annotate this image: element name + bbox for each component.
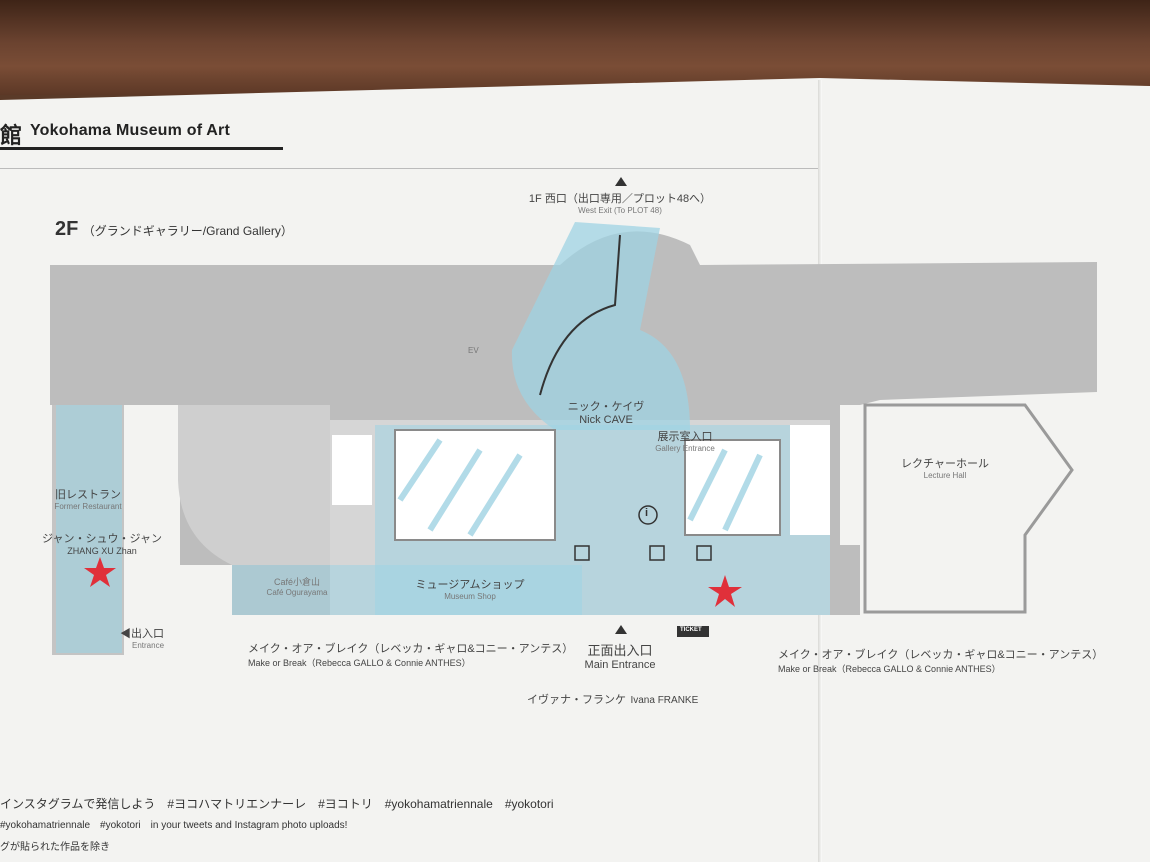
locker-icon — [649, 545, 665, 561]
cafe-ja: Café小倉山 — [273, 577, 321, 587]
nick-cave-ja: ニック・ケイヴ — [567, 401, 645, 413]
gallery-entrance-en: Gallery Entrance — [655, 444, 715, 453]
star-marker-icon — [84, 557, 116, 587]
wood-table-background — [0, 0, 1150, 95]
main-entrance-label: 正面出入口 Main Entrance — [585, 640, 656, 671]
zhang-ja: ジャン・シュウ・ジャン — [42, 533, 162, 545]
lecture-hall-room — [863, 403, 1074, 614]
arrow-up-icon — [615, 177, 627, 186]
title-underline — [0, 147, 283, 150]
footer-line-1: インスタグラムで発信しよう #ヨコハマトリエンナーレ #ヨコトリ #yokoha… — [0, 797, 554, 811]
ticket-icon — [677, 626, 709, 637]
ivana-label: イヴァナ・フランケ Ivana FRANKE — [527, 690, 698, 708]
stair-curve — [539, 234, 621, 396]
info-text: i — [645, 507, 649, 519]
nick-cave-label: ニック・ケイヴ Nick CAVE — [568, 398, 645, 426]
make-break-right-label: メイク・オア・ブレイク（レベッカ・ギャロ&コニー・アンテス） Make or B… — [778, 646, 1103, 675]
lecture-hall-en: Lecture Hall — [923, 471, 967, 480]
divider-line — [0, 168, 818, 169]
gallery-block-left — [394, 429, 556, 541]
lecture-hall-ja: レクチャーホール — [901, 458, 989, 470]
hatch-left-line-2 — [427, 448, 483, 532]
toilet-block-right — [790, 425, 830, 535]
side-entrance-en: Entrance — [132, 641, 165, 650]
hatch-left — [397, 438, 523, 537]
arrow-up-icon — [615, 625, 627, 634]
make-break-right-ja: メイク・オア・ブレイク（レベッカ・ギャロ&コニー・アンテス） — [778, 649, 1104, 661]
footer-line-2: #yokohamatriennale #yokotori in your twe… — [0, 820, 348, 831]
main-entrance-en: Main Entrance — [584, 659, 656, 671]
museum-title-en: Yokohama Museum of Art — [30, 122, 230, 139]
side-entrance-ja: ◀出入口 — [120, 628, 164, 640]
zhang-label: ジャン・シュウ・ジャン ZHANG XU Zhan — [42, 530, 162, 556]
make-break-left-ja: メイク・オア・ブレイク（レベッカ・ギャロ&コニー・アンテス） — [248, 643, 574, 655]
former-restaurant-label: 旧レストラン Former Restaurant — [54, 486, 121, 511]
toilet-block-left — [332, 435, 372, 505]
west-lobby — [178, 405, 330, 565]
hatch-left-line-1 — [397, 438, 443, 502]
hatch-left-line-3 — [467, 453, 523, 537]
lecture-hall-label: レクチャーホール Lecture Hall — [901, 455, 989, 480]
floor-name: （グランドギャラリー/Grand Gallery） — [82, 224, 293, 238]
shop-ja: ミュージアムショップ — [415, 579, 525, 591]
zhang-en: ZHANG XU Zhan — [67, 546, 137, 556]
hatch-right-line-1 — [687, 448, 728, 522]
cafe-en: Café Ogurayama — [266, 588, 328, 597]
west-exit-en: West Exit (To PLOT 48) — [578, 206, 662, 215]
star-marker-icon — [708, 575, 742, 607]
shop-label: ミュージアムショップ Museum Shop — [415, 576, 524, 601]
grand-gallery-highlight — [511, 222, 690, 430]
ivana-ja: イヴァナ・フランケ — [527, 694, 626, 706]
main-entrance-ja: 正面出入口 — [587, 643, 653, 658]
locker-icon — [696, 545, 712, 561]
ev-label: EV — [468, 346, 479, 355]
museum-title-ja: 館 — [0, 124, 23, 149]
gallery-entrance-ja: 展示室入口 — [657, 431, 713, 443]
restaurant-highlight — [56, 405, 122, 653]
gallery-blocks — [394, 429, 781, 541]
former-restaurant-en: Former Restaurant — [54, 502, 122, 511]
footer-line-3: グが貼られた作品を除き — [0, 842, 110, 853]
cafe-shop-highlight — [232, 565, 582, 615]
ivana-en: Ivana FRANKE — [630, 695, 699, 706]
nick-cave-en: Nick CAVE — [579, 414, 633, 426]
gallery-entrance-label: 展示室入口 Gallery Entrance — [655, 428, 715, 453]
former-restaurant-ja: 旧レストラン — [54, 489, 121, 501]
make-break-right-en: Make or Break（Rebecca GALLO & Connie ANT… — [778, 664, 1001, 674]
information-icon — [638, 505, 658, 525]
floor-heading: 2F （グランドギャラリー/Grand Gallery） — [55, 218, 293, 241]
shop-en: Museum Shop — [444, 592, 496, 601]
side-entrance-label: ◀出入口 Entrance — [120, 625, 164, 650]
west-exit-label: 1F 西口（出口専用／プロット48へ） West Exit (To PLOT 4… — [529, 190, 711, 215]
make-break-left-label: メイク・オア・ブレイク（レベッカ・ギャロ&コニー・アンテス） Make or B… — [248, 640, 573, 669]
hatch-right-line-2 — [722, 453, 763, 532]
locker-icon — [574, 545, 590, 561]
cafe-label: Café小倉山 Café Ogurayama — [267, 575, 328, 597]
hatch-right — [687, 448, 763, 532]
make-break-left-en: Make or Break（Rebecca GALLO & Connie ANT… — [248, 658, 471, 668]
west-exit-ja: 1F 西口（出口専用／プロット48へ） — [528, 193, 712, 205]
floor-number: 2F — [55, 218, 79, 240]
ticket-text: TICKET — [680, 627, 702, 633]
